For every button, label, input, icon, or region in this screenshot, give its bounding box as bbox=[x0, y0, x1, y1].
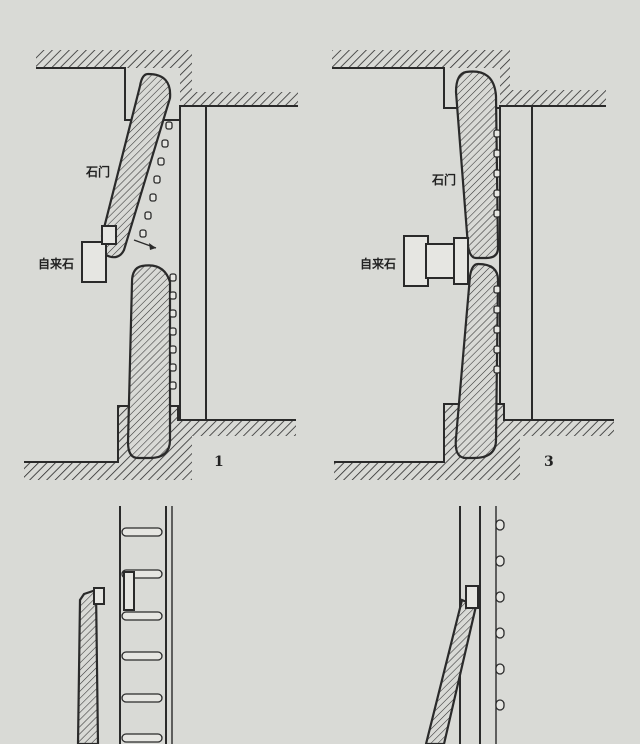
door-leaf-edge bbox=[76, 588, 100, 744]
upper-door-leaf bbox=[454, 70, 500, 260]
figure-number-3: 3 bbox=[544, 454, 554, 470]
figure-1: 石门 自来石 1 bbox=[24, 50, 298, 480]
track-rollers bbox=[121, 527, 163, 743]
door-stop bbox=[465, 585, 479, 609]
label-self-stone-1: 自来石 bbox=[38, 256, 74, 271]
ceiling-wall bbox=[36, 50, 298, 106]
door-stop bbox=[93, 587, 105, 605]
self-stone-block bbox=[81, 241, 107, 283]
figure-3: 石门 自来石 3 bbox=[332, 50, 614, 480]
self-stone-head bbox=[453, 237, 469, 285]
self-stone-body bbox=[425, 243, 457, 279]
upper-door-leaf bbox=[100, 72, 172, 259]
label-self-stone-3: 自来石 bbox=[360, 256, 396, 271]
lower-door-rollers bbox=[169, 273, 177, 390]
motion-arrow-head bbox=[149, 243, 156, 250]
self-stone-block bbox=[403, 235, 429, 287]
figure-4-partial bbox=[424, 506, 505, 744]
track-rollers bbox=[495, 519, 505, 711]
label-stone-door-1: 石门 bbox=[85, 164, 110, 179]
door-rollers bbox=[493, 129, 501, 374]
figure-number-1: 1 bbox=[214, 454, 224, 470]
upper-door-rollers bbox=[139, 121, 173, 238]
lower-door-leaf bbox=[126, 264, 172, 460]
ceiling-wall bbox=[332, 50, 606, 106]
label-stone-door-3: 石门 bbox=[431, 172, 456, 187]
lower-door-leaf bbox=[454, 262, 500, 460]
figure-2-partial bbox=[76, 506, 173, 744]
door-leaf-falling bbox=[424, 598, 478, 744]
self-stone-top bbox=[101, 225, 117, 245]
stone-piece bbox=[123, 571, 135, 611]
